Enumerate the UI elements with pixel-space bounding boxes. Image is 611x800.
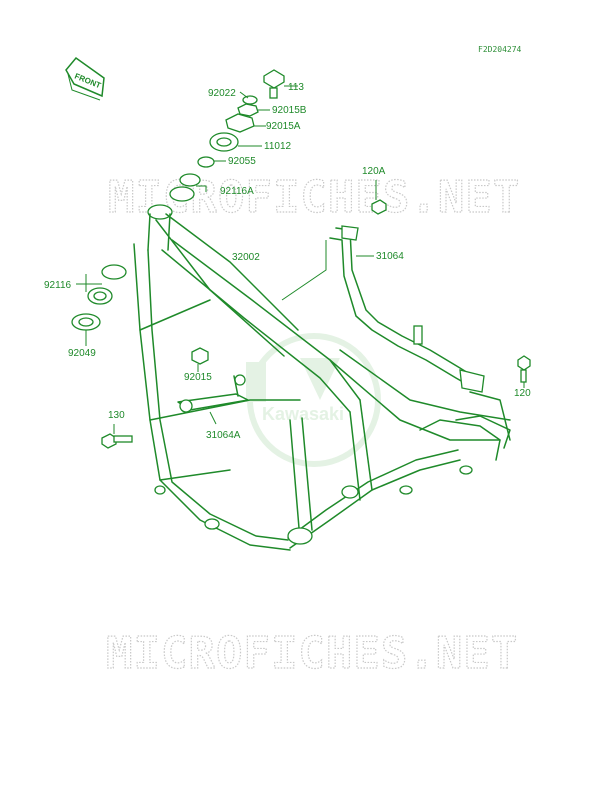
label-92015: 92015	[184, 372, 212, 383]
label-92022: 92022	[208, 88, 236, 99]
label-11012: 11012	[264, 141, 292, 152]
label-92015a: 92015A	[266, 121, 301, 132]
label-31064: 31064	[376, 251, 404, 262]
label-120: 120	[514, 388, 531, 399]
label-92015b: 92015B	[272, 105, 307, 116]
bolt-130	[101, 433, 133, 449]
side-bracket	[329, 225, 485, 393]
logo-text: Kawasaki	[262, 404, 344, 424]
label-92049: 92049	[68, 348, 96, 359]
steering-stem-parts	[169, 69, 285, 202]
nut-92015	[191, 347, 209, 365]
label-130: 130	[108, 410, 125, 421]
label-120a: 120A	[362, 166, 386, 177]
watermark-bottom: MICROFICHES.NET	[106, 628, 518, 679]
label-32002: 32002	[232, 252, 260, 263]
label-92116a: 92116A	[220, 186, 254, 197]
bracket-31064a	[177, 374, 249, 413]
bolt-120	[517, 355, 531, 388]
reference-code: F2D204274	[478, 45, 522, 54]
main-frame	[133, 204, 511, 551]
lower-bearing-parts	[71, 264, 127, 331]
label-92116: 92116	[44, 280, 72, 291]
bolt-120a	[371, 180, 387, 215]
label-113: 113	[288, 82, 304, 93]
front-arrow-icon: FRONT	[65, 56, 105, 101]
label-92055: 92055	[228, 156, 256, 167]
label-31064a: 31064A	[206, 430, 241, 441]
